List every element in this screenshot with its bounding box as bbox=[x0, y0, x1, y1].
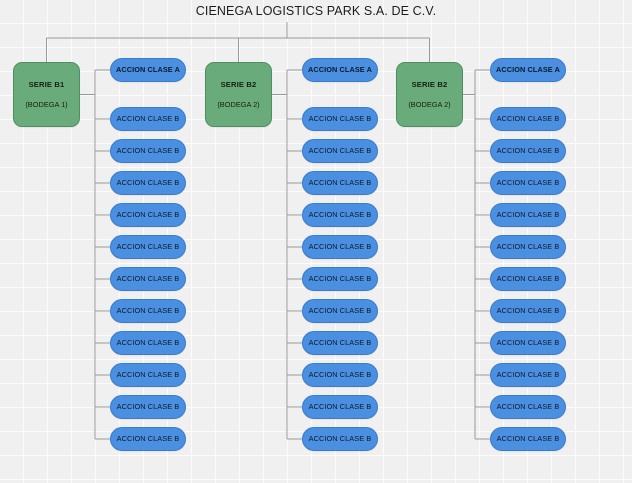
accion-label: ACCION CLASE B bbox=[116, 114, 180, 124]
accion-node-1-3[interactable]: ACCION CLASE B bbox=[110, 139, 186, 163]
accion-node-2-12[interactable]: ACCION CLASE B bbox=[302, 427, 378, 451]
accion-label: ACCION CLASE B bbox=[496, 306, 560, 316]
accion-label: ACCION CLASE B bbox=[496, 402, 560, 412]
accion-node-1-12[interactable]: ACCION CLASE B bbox=[110, 427, 186, 451]
serie-subtitle: (BODEGA 2) bbox=[217, 100, 260, 110]
accion-label: ACCION CLASE B bbox=[116, 338, 180, 348]
accion-label: ACCION CLASE B bbox=[496, 338, 560, 348]
accion-label: ACCION CLASE B bbox=[308, 242, 372, 252]
accion-label: ACCION CLASE B bbox=[496, 114, 560, 124]
accion-label: ACCION CLASE B bbox=[116, 402, 180, 412]
accion-label: ACCION CLASE B bbox=[116, 146, 180, 156]
accion-label: ACCION CLASE B bbox=[308, 274, 372, 284]
accion-node-1-2[interactable]: ACCION CLASE B bbox=[110, 107, 186, 131]
accion-label: ACCION CLASE B bbox=[496, 242, 560, 252]
accion-node-1-5[interactable]: ACCION CLASE B bbox=[110, 203, 186, 227]
accion-label: ACCION CLASE B bbox=[308, 306, 372, 316]
accion-label: ACCION CLASE B bbox=[308, 114, 372, 124]
accion-label: ACCION CLASE A bbox=[116, 65, 180, 75]
accion-label: ACCION CLASE B bbox=[496, 146, 560, 156]
accion-label: ACCION CLASE B bbox=[116, 210, 180, 220]
serie-node-3[interactable]: SERIE B2 (BODEGA 2) bbox=[396, 62, 463, 127]
serie-title: SERIE B1 bbox=[28, 79, 65, 89]
serie-subtitle: (BODEGA 1) bbox=[25, 100, 68, 110]
accion-label: ACCION CLASE A bbox=[308, 65, 372, 75]
accion-label: ACCION CLASE B bbox=[308, 338, 372, 348]
accion-node-2-10[interactable]: ACCION CLASE B bbox=[302, 363, 378, 387]
accion-node-2-5[interactable]: ACCION CLASE B bbox=[302, 203, 378, 227]
accion-label: ACCION CLASE B bbox=[116, 178, 180, 188]
accion-label: ACCION CLASE B bbox=[116, 434, 180, 444]
accion-node-1-9[interactable]: ACCION CLASE B bbox=[110, 331, 186, 355]
accion-label: ACCION CLASE B bbox=[496, 274, 560, 284]
accion-node-3-5[interactable]: ACCION CLASE B bbox=[490, 203, 566, 227]
accion-node-2-11[interactable]: ACCION CLASE B bbox=[302, 395, 378, 419]
accion-node-3-12[interactable]: ACCION CLASE B bbox=[490, 427, 566, 451]
accion-node-1-1[interactable]: ACCION CLASE A bbox=[110, 58, 186, 82]
accion-label: ACCION CLASE A bbox=[496, 65, 560, 75]
accion-node-2-9[interactable]: ACCION CLASE B bbox=[302, 331, 378, 355]
accion-label: ACCION CLASE B bbox=[116, 242, 180, 252]
accion-node-2-3[interactable]: ACCION CLASE B bbox=[302, 139, 378, 163]
accion-node-3-2[interactable]: ACCION CLASE B bbox=[490, 107, 566, 131]
accion-node-2-7[interactable]: ACCION CLASE B bbox=[302, 267, 378, 291]
accion-label: ACCION CLASE B bbox=[308, 402, 372, 412]
accion-label: ACCION CLASE B bbox=[116, 306, 180, 316]
accion-label: ACCION CLASE B bbox=[496, 370, 560, 380]
accion-label: ACCION CLASE B bbox=[496, 178, 560, 188]
accion-label: ACCION CLASE B bbox=[308, 178, 372, 188]
accion-node-1-4[interactable]: ACCION CLASE B bbox=[110, 171, 186, 195]
accion-node-2-4[interactable]: ACCION CLASE B bbox=[302, 171, 378, 195]
serie-node-1[interactable]: SERIE B1 (BODEGA 1) bbox=[13, 62, 80, 127]
accion-node-3-6[interactable]: ACCION CLASE B bbox=[490, 235, 566, 259]
serie-title: SERIE B2 bbox=[411, 79, 448, 89]
accion-node-2-8[interactable]: ACCION CLASE B bbox=[302, 299, 378, 323]
accion-node-3-10[interactable]: ACCION CLASE B bbox=[490, 363, 566, 387]
serie-subtitle: (BODEGA 2) bbox=[408, 100, 451, 110]
accion-node-2-1[interactable]: ACCION CLASE A bbox=[302, 58, 378, 82]
accion-node-3-8[interactable]: ACCION CLASE B bbox=[490, 299, 566, 323]
serie-title: SERIE B2 bbox=[220, 79, 257, 89]
accion-label: ACCION CLASE B bbox=[496, 434, 560, 444]
accion-node-2-2[interactable]: ACCION CLASE B bbox=[302, 107, 378, 131]
accion-node-1-8[interactable]: ACCION CLASE B bbox=[110, 299, 186, 323]
accion-label: ACCION CLASE B bbox=[308, 434, 372, 444]
accion-label: ACCION CLASE B bbox=[116, 370, 180, 380]
accion-node-3-11[interactable]: ACCION CLASE B bbox=[490, 395, 566, 419]
accion-node-1-6[interactable]: ACCION CLASE B bbox=[110, 235, 186, 259]
accion-node-3-4[interactable]: ACCION CLASE B bbox=[490, 171, 566, 195]
accion-label: ACCION CLASE B bbox=[496, 210, 560, 220]
serie-node-2[interactable]: SERIE B2 (BODEGA 2) bbox=[205, 62, 272, 127]
accion-label: ACCION CLASE B bbox=[308, 210, 372, 220]
accion-node-3-7[interactable]: ACCION CLASE B bbox=[490, 267, 566, 291]
accion-node-3-9[interactable]: ACCION CLASE B bbox=[490, 331, 566, 355]
accion-node-2-6[interactable]: ACCION CLASE B bbox=[302, 235, 378, 259]
accion-label: ACCION CLASE B bbox=[116, 274, 180, 284]
accion-node-1-10[interactable]: ACCION CLASE B bbox=[110, 363, 186, 387]
accion-label: ACCION CLASE B bbox=[308, 370, 372, 380]
accion-label: ACCION CLASE B bbox=[308, 146, 372, 156]
accion-node-1-11[interactable]: ACCION CLASE B bbox=[110, 395, 186, 419]
root-title: CIENEGA LOGISTICS PARK S.A. DE C.V. bbox=[195, 4, 437, 18]
accion-node-3-3[interactable]: ACCION CLASE B bbox=[490, 139, 566, 163]
accion-node-3-1[interactable]: ACCION CLASE A bbox=[490, 58, 566, 82]
accion-node-1-7[interactable]: ACCION CLASE B bbox=[110, 267, 186, 291]
